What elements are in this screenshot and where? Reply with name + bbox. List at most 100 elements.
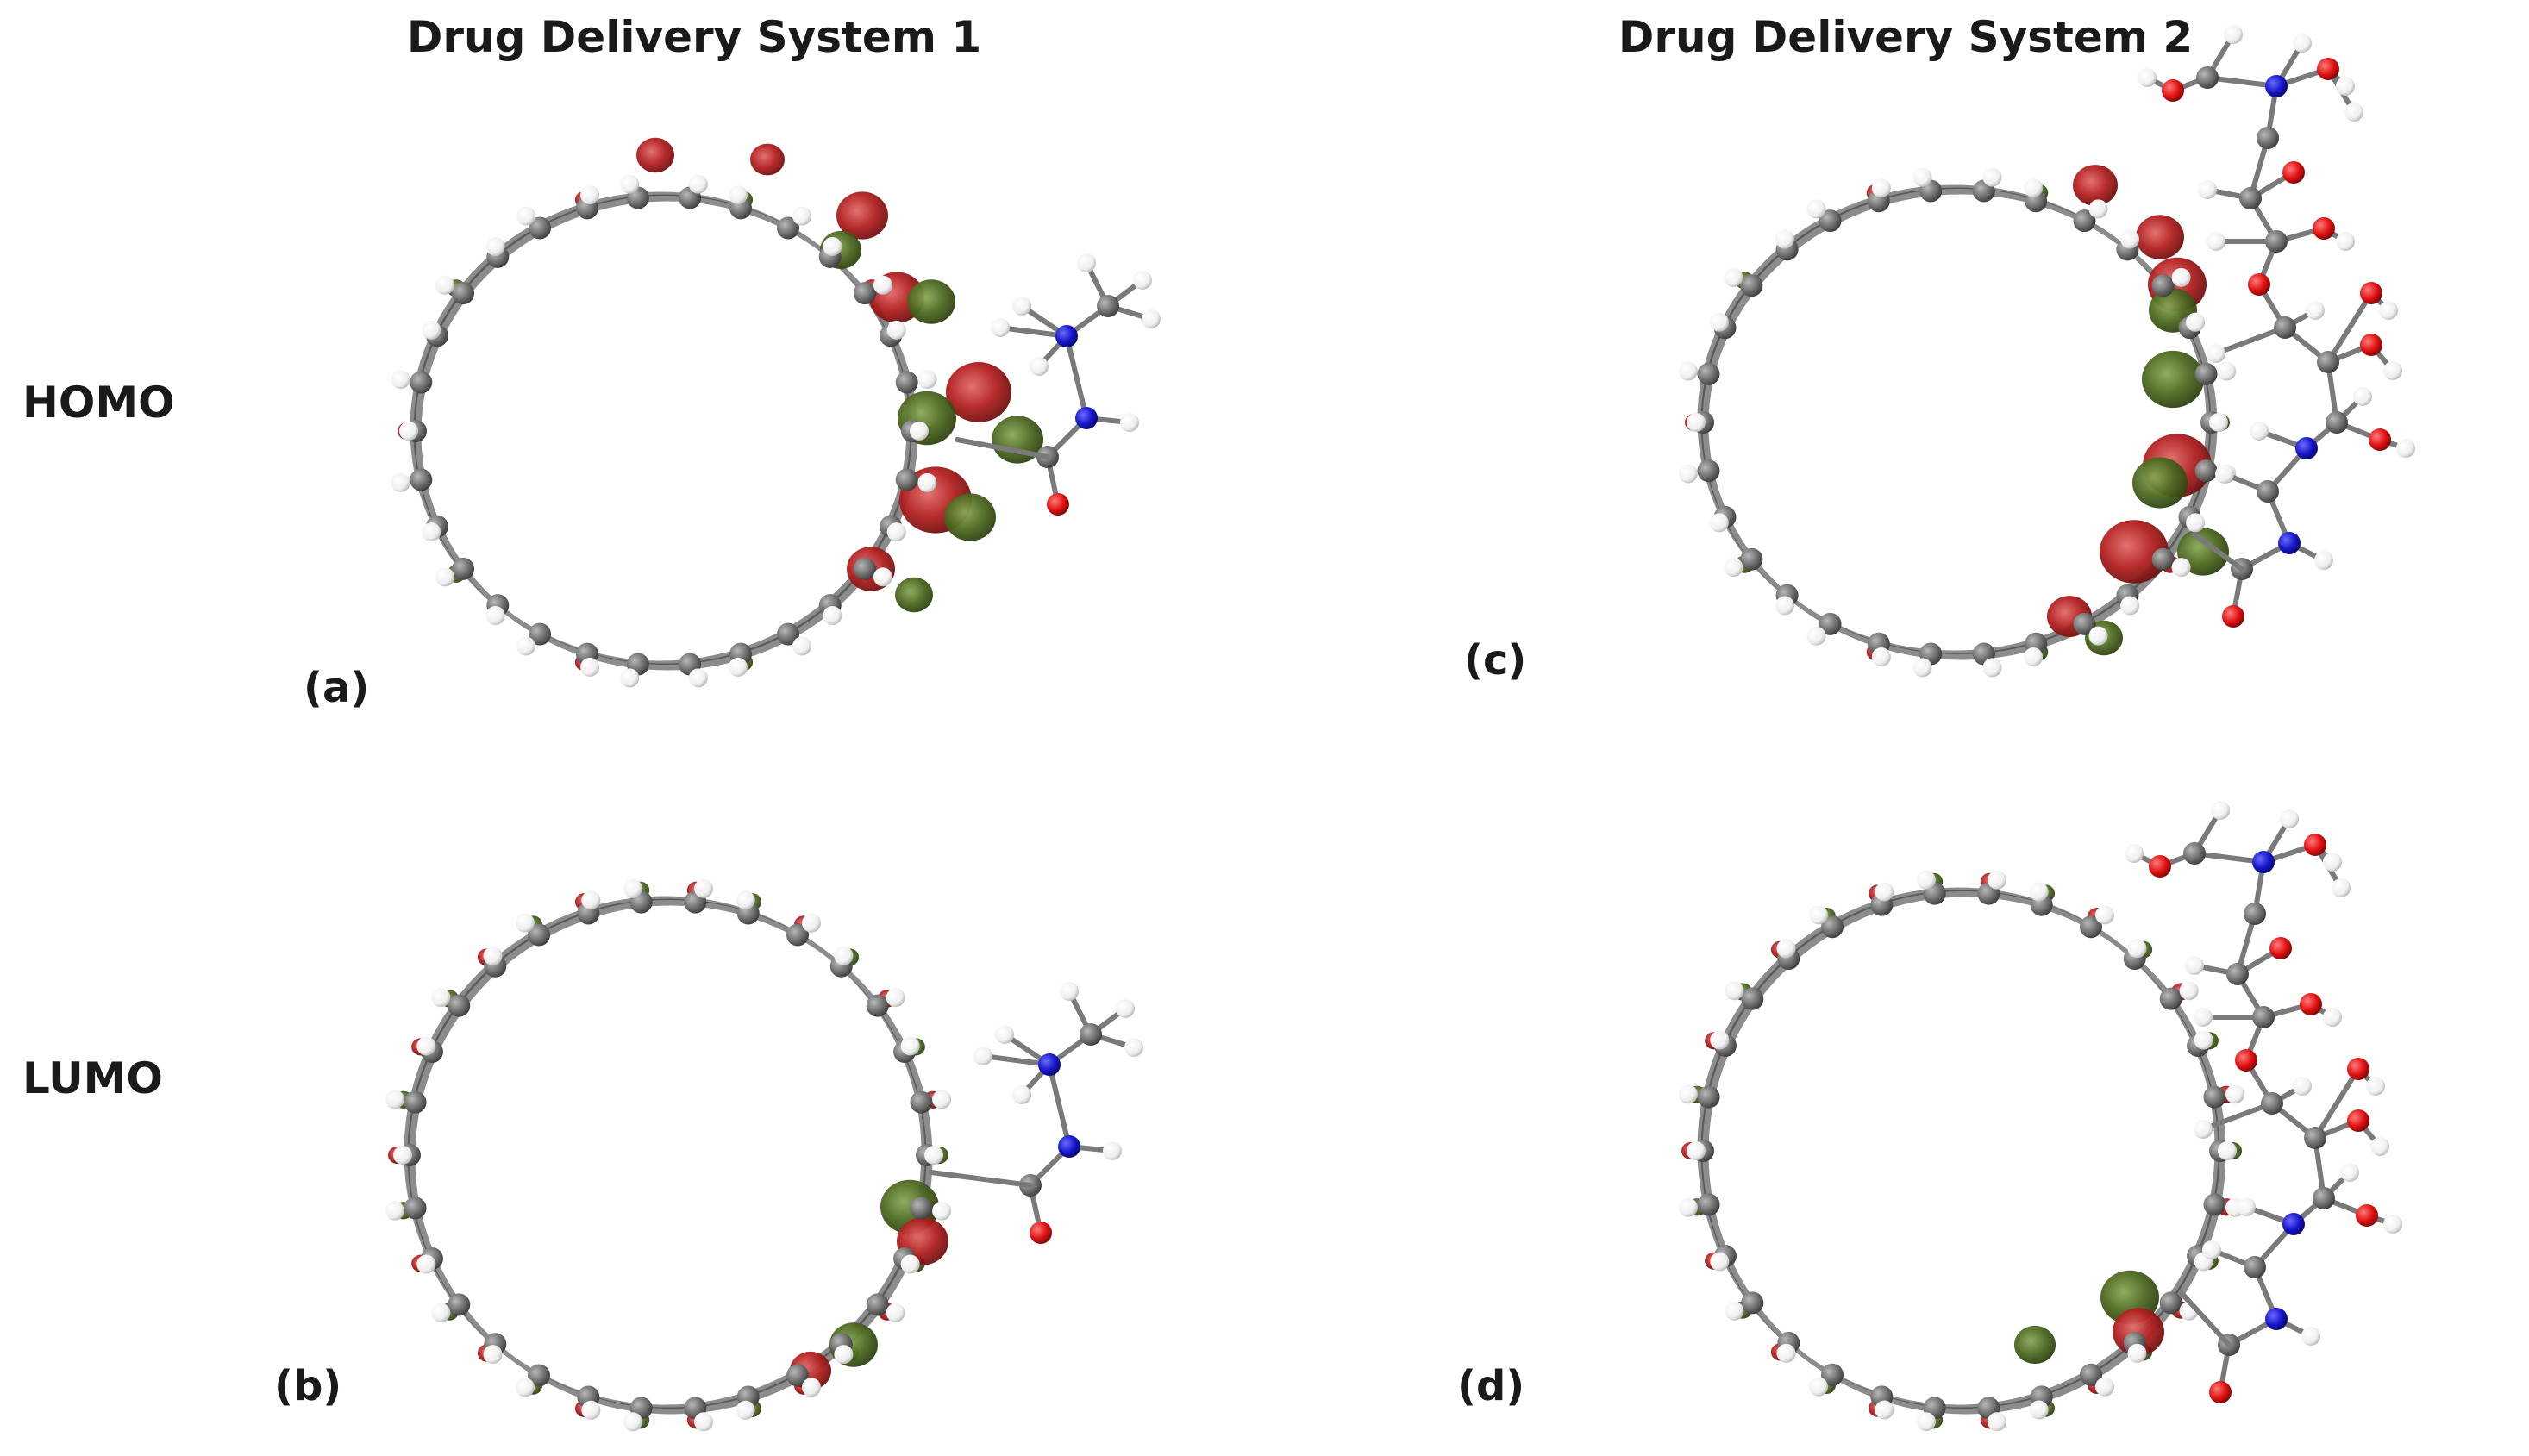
bond <box>1064 334 1089 421</box>
bond <box>2313 1066 2361 1140</box>
hydrogen-atom <box>1060 982 1079 1001</box>
hydrogen-atom <box>932 1090 952 1109</box>
hydrogen-atom <box>1012 297 1031 316</box>
orbital-lobe-negative <box>2132 457 2188 509</box>
hydrogen-atom <box>435 275 455 295</box>
hydrogen-atom <box>1875 882 1894 902</box>
hydrogen-atom <box>483 1345 503 1365</box>
hydrogen-atom <box>2024 178 2044 197</box>
hydrogen-atom <box>1724 267 1743 287</box>
carbon-atom <box>2313 1187 2335 1209</box>
panel-b-lumo-system1 <box>385 878 1143 1432</box>
hydrogen-atom <box>1724 558 1743 578</box>
carbon-atom <box>2194 362 2218 385</box>
hydrogen-atom <box>995 1025 1014 1044</box>
carbon-atom <box>2261 1092 2283 1115</box>
hydrogen-atom <box>1103 1141 1122 1160</box>
hydrogen-atom <box>2225 1084 2245 1104</box>
hydrogen-atom <box>581 890 601 910</box>
hydrogen-atom <box>1982 167 2002 187</box>
orbital-lobe-negative <box>907 279 955 324</box>
bond <box>1047 1062 1072 1149</box>
row-label-lumo: LUMO <box>22 1053 163 1103</box>
hydrogen-atom <box>792 206 811 226</box>
hydrogen-atom <box>1120 413 1139 432</box>
hydrogen-atom <box>2323 853 2342 872</box>
panel-a-homo-system1 <box>391 137 1161 688</box>
hydrogen-atom <box>1988 870 2007 890</box>
carbon-atom <box>2244 903 2266 925</box>
hydrogen-atom <box>694 878 714 898</box>
panel-label-a: (a) <box>304 664 370 712</box>
hydrogen-atom <box>422 522 441 542</box>
hydrogen-atom <box>2366 1077 2385 1096</box>
oxygen-atom <box>2317 58 2339 80</box>
hydrogen-atom <box>391 370 410 390</box>
hydrogen-atom <box>580 185 600 205</box>
hydrogen-atom <box>1678 361 1698 381</box>
hydrogen-atom <box>2194 1120 2213 1139</box>
hydrogen-atom <box>2186 513 2206 533</box>
hydrogen-atom <box>1806 199 1826 219</box>
bond <box>2192 851 2266 865</box>
hydrogen-atom <box>834 1345 854 1365</box>
hydrogen-atom <box>1124 1038 1143 1057</box>
orbital-lobe-negative <box>895 577 933 613</box>
hydrogen-atom <box>2088 626 2108 646</box>
nitrogen-atom <box>2278 532 2301 554</box>
oxygen-atom <box>2360 334 2382 356</box>
hydrogen-atom <box>1776 939 1796 959</box>
hydrogen-atom <box>2029 1400 2049 1420</box>
hydrogen-atom <box>2301 1327 2320 1346</box>
carbon-atom <box>2252 1006 2275 1028</box>
panel-label-d: (d) <box>1457 1362 1525 1410</box>
hydrogen-atom <box>2198 180 2217 199</box>
hydrogen-atom <box>1912 658 1932 678</box>
hydrogen-atom <box>917 370 937 390</box>
hydrogen-atom <box>886 522 906 542</box>
hydrogen-atom <box>620 668 640 688</box>
hydrogen-atom <box>886 320 906 340</box>
hydrogen-atom <box>2336 77 2355 96</box>
hydrogen-atom <box>823 606 842 626</box>
hydrogen-atom <box>688 668 708 688</box>
hydrogen-atom <box>2127 1343 2147 1363</box>
carbon-atom <box>853 557 876 580</box>
hydrogen-atom <box>2293 1077 2312 1096</box>
hydrogen-atom <box>435 567 455 587</box>
carbon-atom <box>1097 295 1119 317</box>
hydrogen-atom <box>2207 232 2225 251</box>
hydrogen-atom <box>1725 981 1744 1001</box>
oxygen-atom <box>2347 1109 2369 1132</box>
hydrogen-atom <box>431 1303 451 1322</box>
oxygen-atom <box>2282 161 2305 184</box>
hydrogen-atom <box>485 606 505 626</box>
hydrogen-atom <box>1916 1412 1936 1432</box>
carbon-atom <box>2257 127 2279 149</box>
carbon-atom <box>910 1197 933 1220</box>
hydrogen-atom <box>2306 301 2325 320</box>
hydrogen-atom <box>1871 178 1891 197</box>
hydrogen-atom <box>2171 267 2191 287</box>
orbital-lobe-positive <box>2073 165 2118 206</box>
hydrogen-atom <box>1678 1197 1698 1217</box>
hydrogen-atom <box>932 1201 952 1221</box>
hydrogen-atom <box>1678 1084 1698 1104</box>
oxygen-atom <box>2304 834 2326 856</box>
orbital-lobe-positive <box>836 191 888 240</box>
carbon-atom <box>1697 362 1720 385</box>
hydrogen-atom <box>823 236 842 256</box>
oxygen-atom <box>1030 1222 1052 1244</box>
hydrogen-atom <box>2207 344 2225 363</box>
bond <box>2192 532 2244 572</box>
hydrogen-atom <box>924 1146 943 1165</box>
hydrogen-atom <box>581 1400 601 1420</box>
hydrogen-atom <box>973 1047 992 1065</box>
orbital-lobe-negative <box>2014 1325 2056 1365</box>
carbon-atom <box>1819 612 1842 635</box>
carbon-atom <box>2080 915 2102 939</box>
hydrogen-atom <box>873 567 892 587</box>
hydrogen-atom <box>1725 1301 1744 1321</box>
row-label-homo: HOMO <box>22 378 175 428</box>
carbon-atom <box>529 622 551 646</box>
